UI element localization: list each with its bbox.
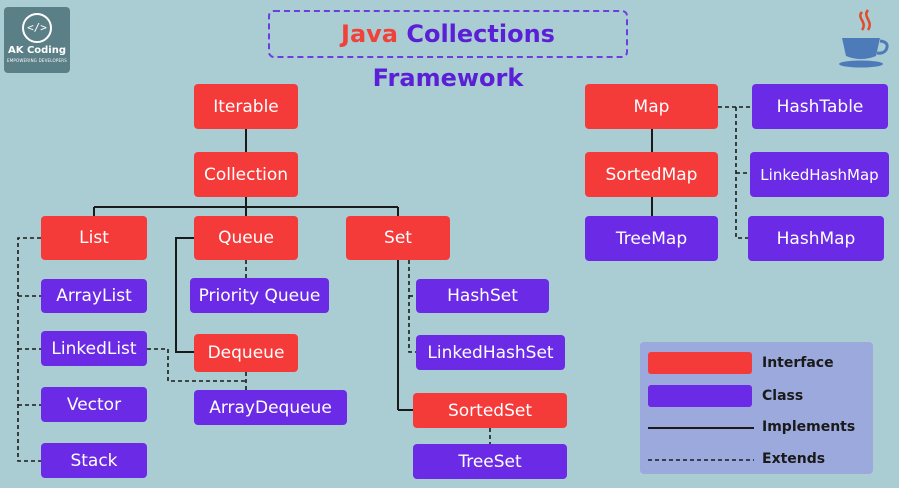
logo-name: AK Coding bbox=[7, 45, 67, 56]
arraylist-class: ArrayList bbox=[41, 279, 147, 313]
legend: Interface Class Implements Extends bbox=[640, 342, 873, 474]
legend-implements-label: Implements bbox=[762, 419, 856, 435]
linkedhashmap-class: LinkedHashMap bbox=[750, 152, 889, 197]
set-interface: Set bbox=[346, 216, 450, 260]
arraydequeue-class: ArrayDequeue bbox=[194, 390, 347, 425]
logo-tagline: EMPOWERING DEVELOPERS bbox=[7, 58, 67, 63]
legend-interface-label: Interface bbox=[762, 355, 834, 371]
java-coffee-cup-icon bbox=[839, 9, 889, 68]
map-interface: Map bbox=[585, 84, 718, 129]
hashset-class: HashSet bbox=[416, 279, 549, 313]
sortedmap-interface: SortedMap bbox=[585, 152, 718, 197]
priority-queue-class: Priority Queue bbox=[190, 278, 329, 313]
dequeue-interface: Dequeue bbox=[194, 334, 298, 372]
vector-class: Vector bbox=[41, 387, 147, 422]
legend-class-label: Class bbox=[762, 388, 804, 404]
linkedhashset-class: LinkedHashSet bbox=[416, 335, 565, 370]
collection-interface: Collection bbox=[194, 152, 298, 197]
stack-class: Stack bbox=[41, 443, 147, 478]
sortedset-interface: SortedSet bbox=[413, 393, 567, 428]
legend-interface-swatch bbox=[648, 352, 752, 374]
title-java: Java bbox=[341, 20, 398, 48]
queue-interface: Queue bbox=[194, 216, 298, 260]
legend-implements-line bbox=[648, 427, 754, 429]
hashtable-class: HashTable bbox=[752, 84, 888, 129]
treemap-class: TreeMap bbox=[585, 216, 718, 261]
title-rest: Collections Framework bbox=[372, 20, 555, 92]
legend-class-swatch bbox=[648, 385, 752, 407]
code-icon: </> bbox=[22, 13, 52, 43]
legend-extends-label: Extends bbox=[762, 451, 826, 467]
linkedlist-class: LinkedList bbox=[41, 331, 147, 366]
hashmap-class: HashMap bbox=[748, 216, 884, 261]
iterable-interface: Iterable bbox=[194, 84, 298, 129]
list-interface: List bbox=[41, 216, 147, 260]
treeset-class: TreeSet bbox=[413, 444, 567, 479]
ak-coding-logo: </> AK Coding EMPOWERING DEVELOPERS bbox=[4, 7, 70, 73]
page-title: Java Collections Framework bbox=[268, 10, 628, 92]
legend-extends-line bbox=[648, 459, 754, 461]
